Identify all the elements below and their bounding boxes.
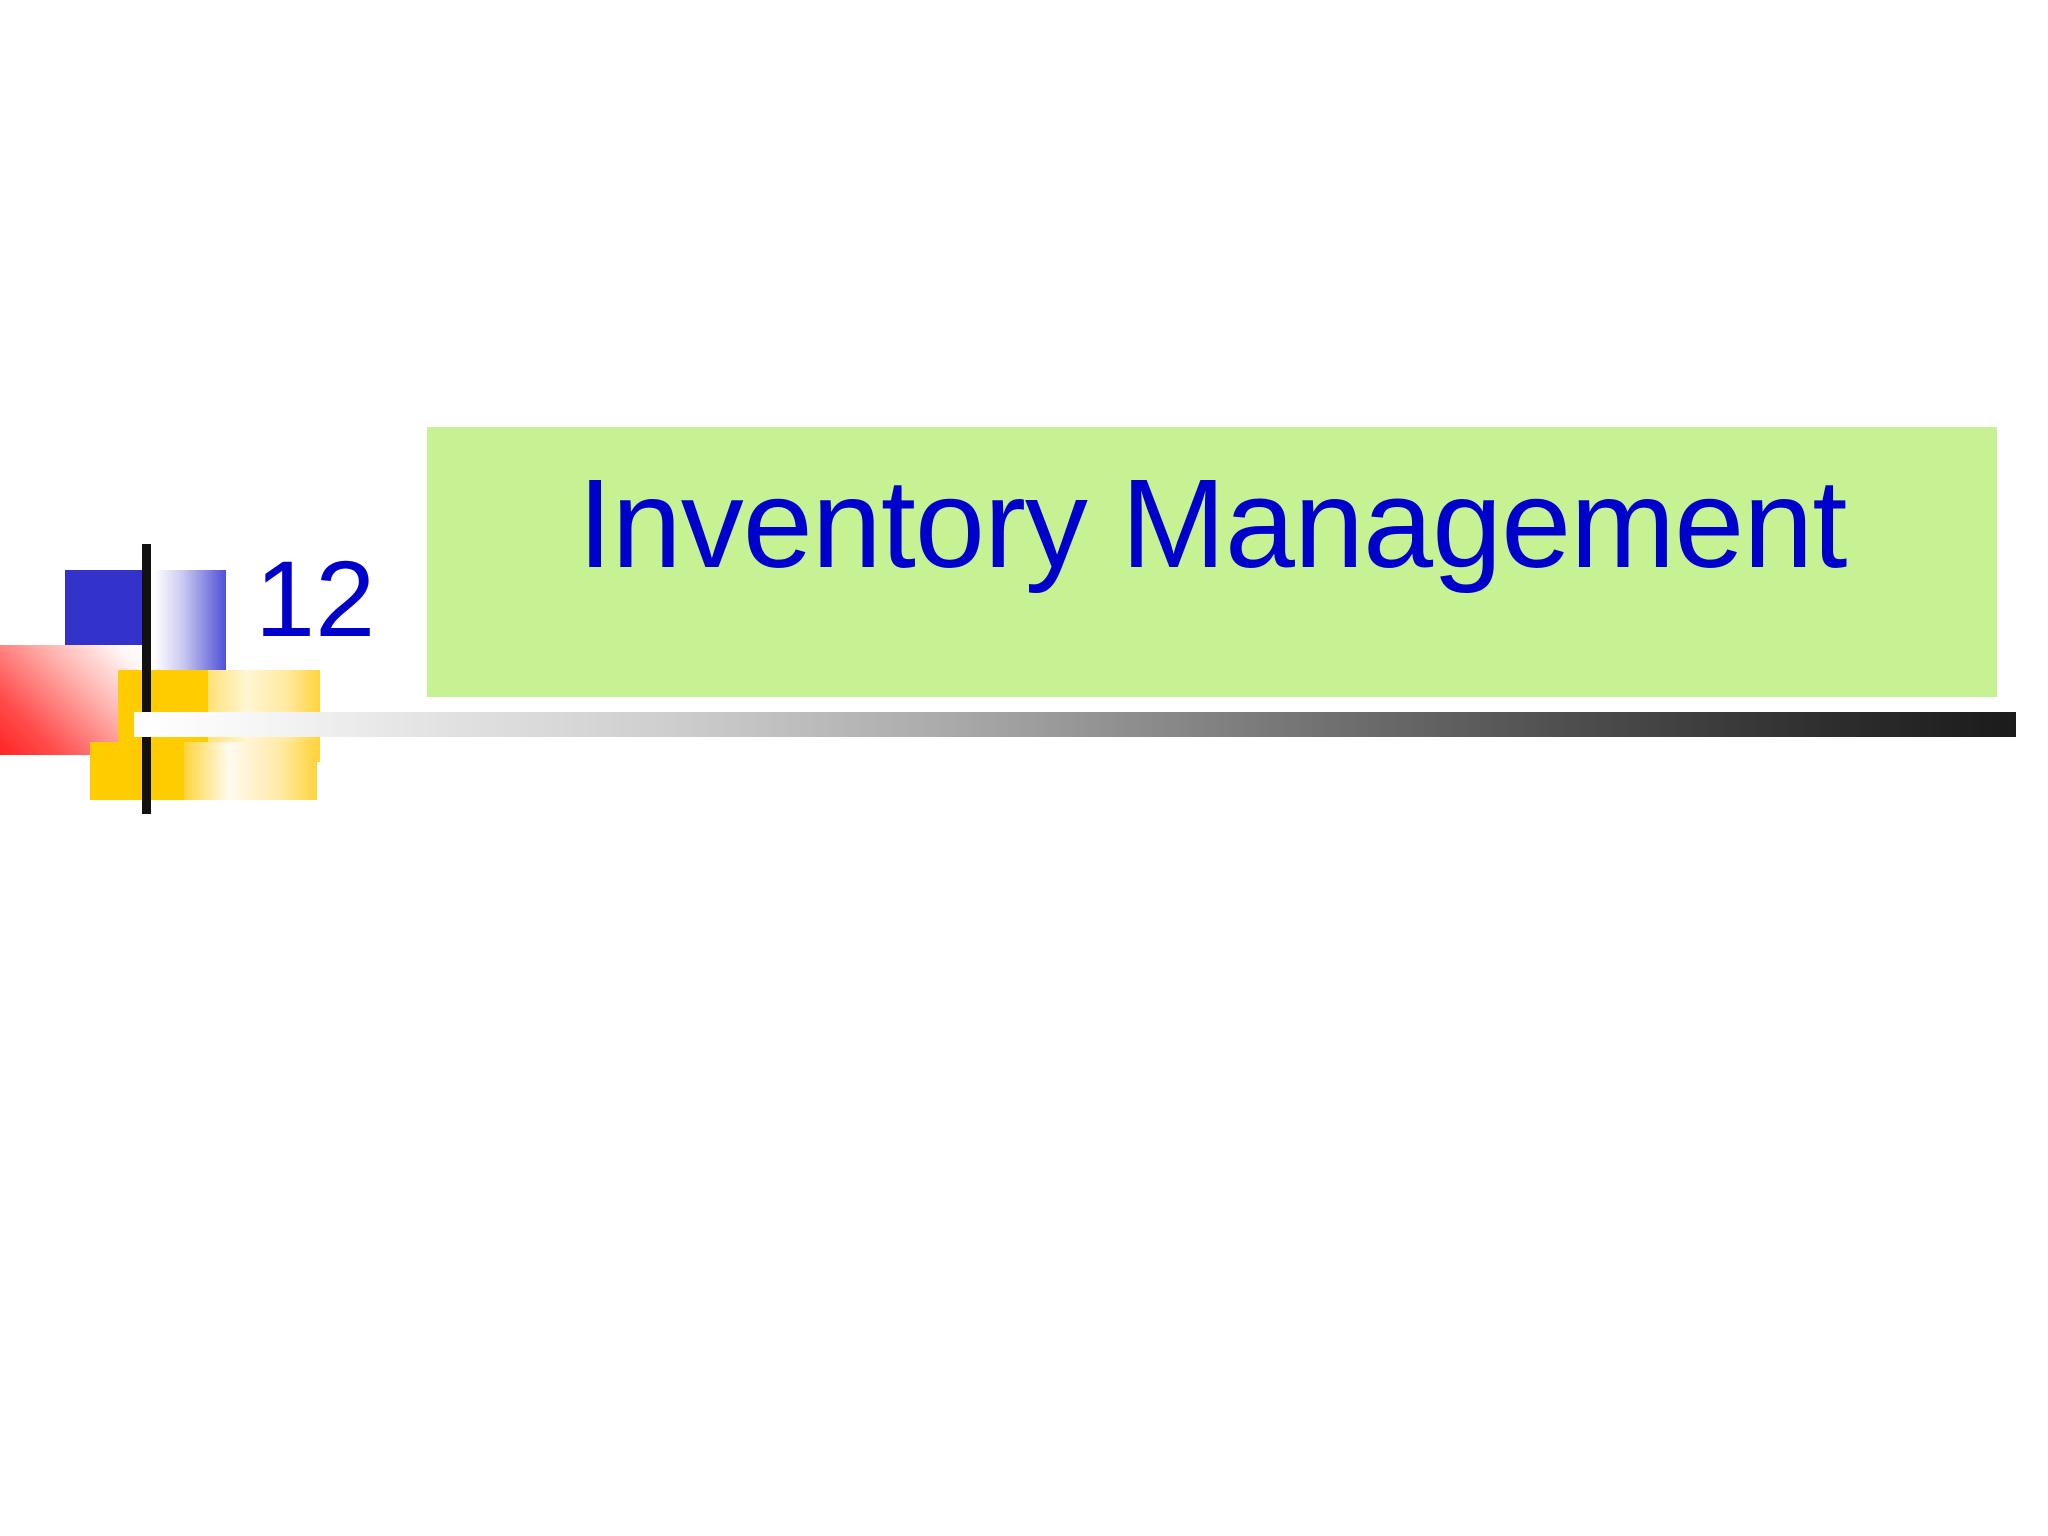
page-title: Inventory Management <box>577 453 1848 594</box>
yellow-gradient-bar-lower-icon <box>184 742 317 800</box>
horizontal-rule-divider <box>134 712 2016 737</box>
blue-gradient-square-icon <box>148 570 226 670</box>
title-banner: Inventory Management <box>427 427 1997 697</box>
black-vertical-stripe-icon <box>142 544 151 814</box>
slide-number: 12 <box>255 538 376 659</box>
yellow-bar-lower-icon <box>90 742 184 800</box>
